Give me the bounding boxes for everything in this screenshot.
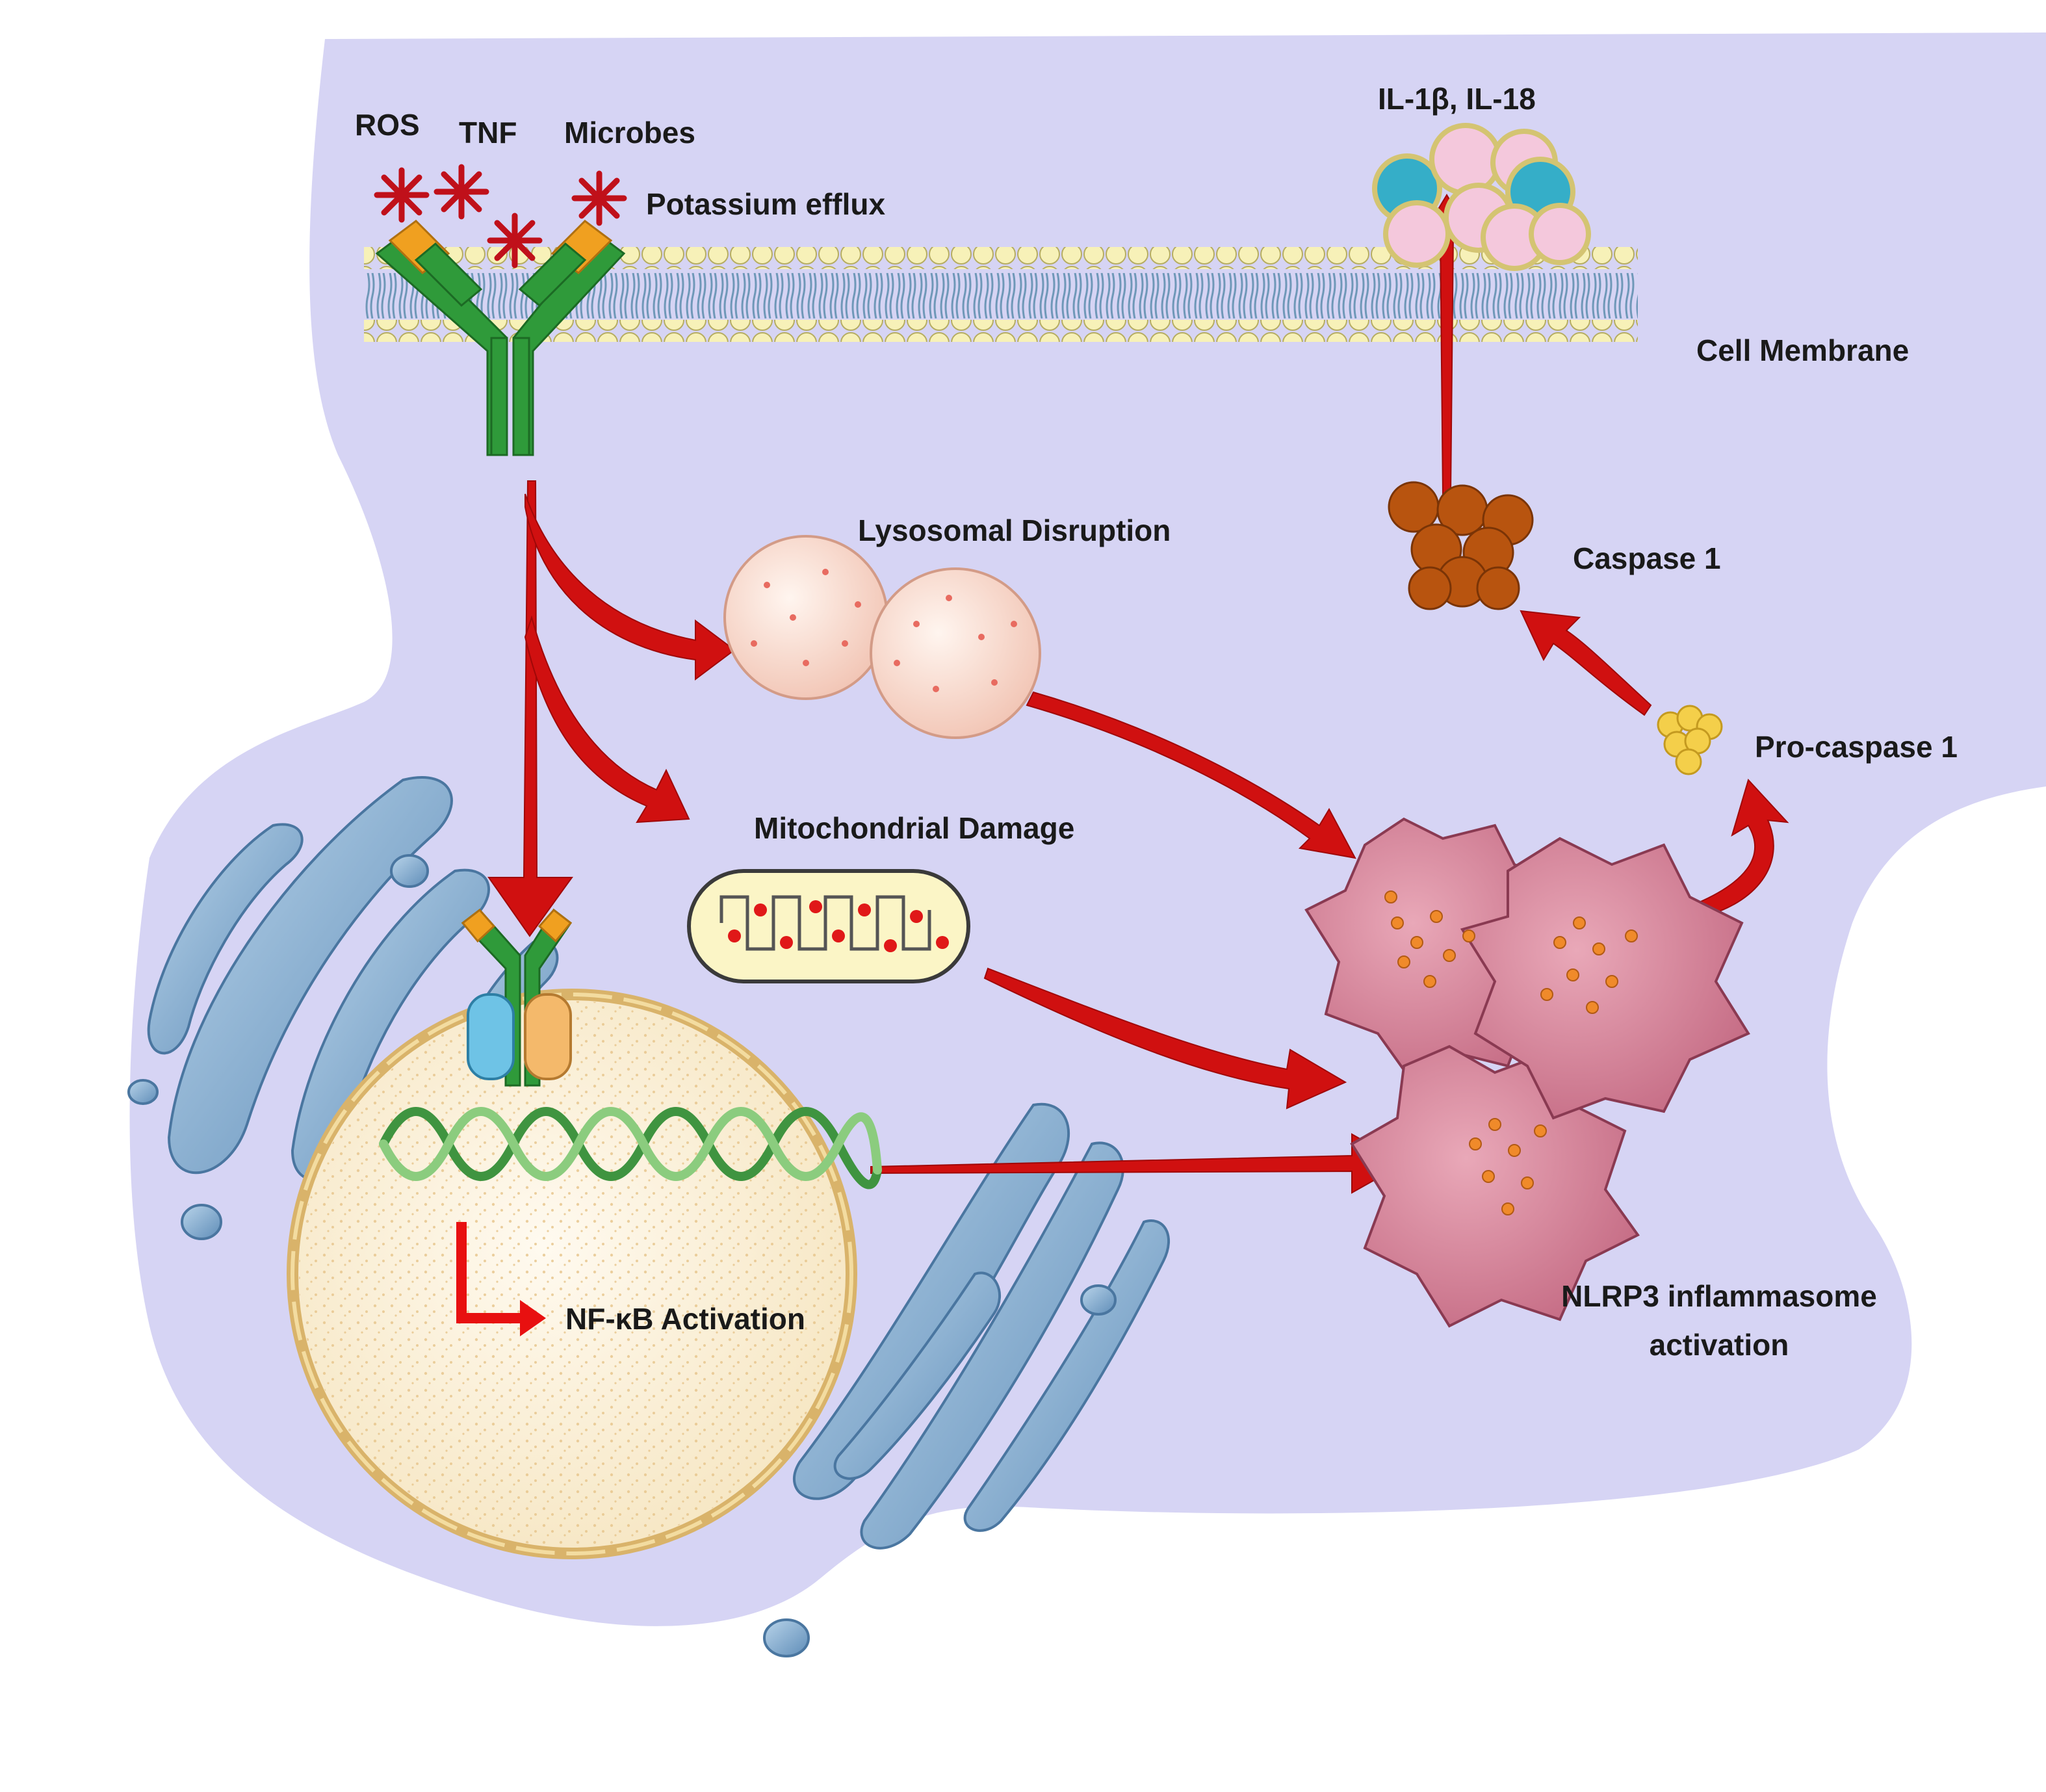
label-nfkb-activation: NF-κB Activation bbox=[565, 1302, 805, 1336]
nfkb-activation-arrow bbox=[456, 1222, 546, 1336]
label-nlrp3-line2: activation bbox=[1650, 1328, 1789, 1362]
dna-helix-icon bbox=[379, 1107, 882, 1189]
golgi-icon-lower bbox=[763, 1102, 1171, 1657]
procaspase-icon bbox=[1657, 705, 1723, 775]
caspase-icon bbox=[1388, 481, 1534, 610]
label-nlrp3-line1: NLRP3 inflammasome bbox=[1561, 1279, 1877, 1313]
label-potassium-efflux: Potassium efflux bbox=[646, 187, 886, 221]
inflammasome-icon bbox=[1304, 817, 1750, 1328]
nuclear-receptor-icon bbox=[461, 908, 573, 1087]
pathway-arrows bbox=[487, 194, 1789, 1194]
label-cell-membrane: Cell Membrane bbox=[1696, 333, 1909, 367]
lysosome-icon bbox=[723, 535, 1041, 739]
label-microbes: Microbes bbox=[564, 116, 695, 149]
label-cytokines: IL-1β, IL-18 bbox=[1378, 82, 1536, 116]
receptor-icon bbox=[375, 220, 626, 456]
cytokine-icon bbox=[1372, 123, 1591, 271]
label-tnf: TNF bbox=[459, 116, 517, 149]
label-mitochondrial-damage: Mitochondrial Damage bbox=[754, 811, 1074, 845]
label-lysosomal-disruption: Lysosomal Disruption bbox=[858, 513, 1171, 547]
nucleus-icon bbox=[287, 989, 857, 1559]
label-pro-caspase-1: Pro-caspase 1 bbox=[1755, 730, 1958, 764]
mitochondrion-icon bbox=[687, 869, 970, 983]
golgi-icon bbox=[127, 776, 559, 1240]
label-caspase-1: Caspase 1 bbox=[1573, 541, 1721, 575]
label-ros: ROS bbox=[355, 108, 420, 142]
stimulus-star-icon bbox=[374, 164, 627, 268]
